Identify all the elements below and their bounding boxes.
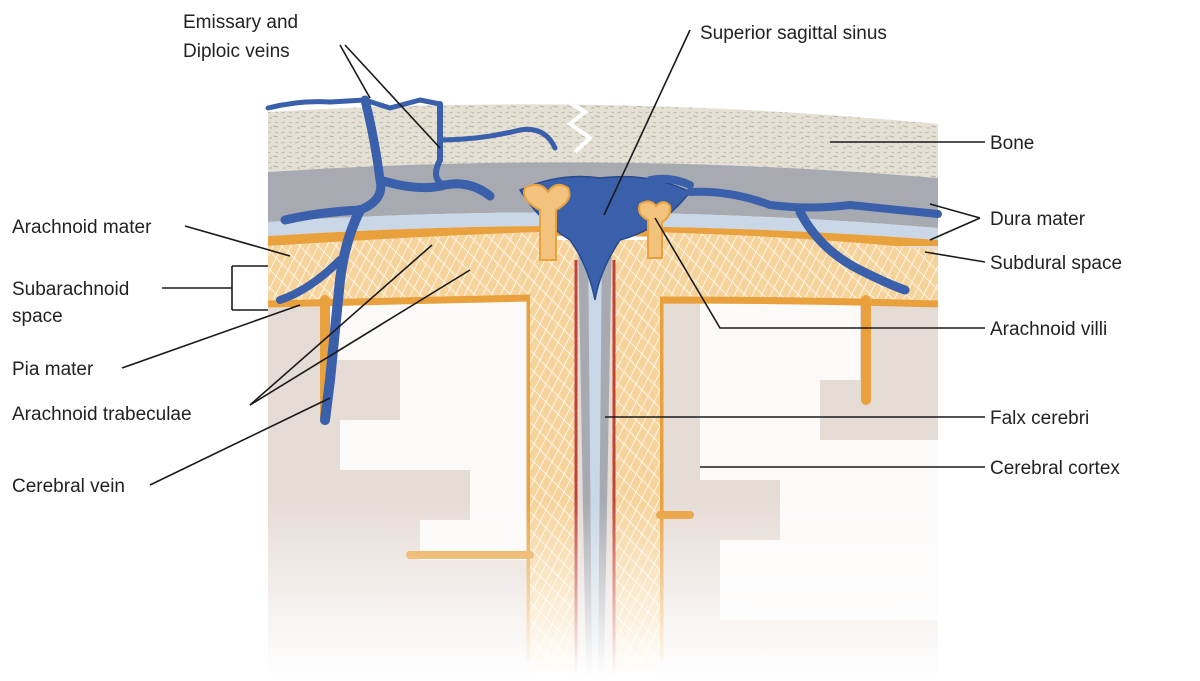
label-dura-mater: Dura mater <box>990 209 1086 230</box>
label-cerebral-vein: Cerebral vein <box>12 476 125 497</box>
label-cerebral-cortex: Cerebral cortex <box>990 458 1120 479</box>
white-matter-left <box>330 300 530 560</box>
arachnoid-villus-right <box>638 200 672 259</box>
arachnoid-mater-layer <box>268 225 938 250</box>
vein-network <box>265 95 942 425</box>
label-subarachnoid-line1: Subarachnoid <box>12 279 129 300</box>
arachnoid-villus-left <box>523 183 571 261</box>
label-bone: Bone <box>990 133 1034 154</box>
bottom-fade <box>260 500 950 676</box>
label-pia-mater: Pia mater <box>12 359 94 380</box>
pia-mater-left <box>267 294 534 660</box>
subdural-space-layer <box>268 212 938 240</box>
label-subdural-space: Subdural space <box>990 253 1122 274</box>
subarachnoid-space-layer-right <box>650 232 938 304</box>
label-subarachnoid-line2: space <box>12 306 63 327</box>
bone-suture <box>563 98 594 154</box>
leader-lines <box>121 29 986 486</box>
pia-mater-right <box>656 296 939 660</box>
bone-layer <box>268 104 938 178</box>
label-emissary-line2: Diploic veins <box>183 41 290 62</box>
label-superior-sagittal-sinus: Superior sagittal sinus <box>700 23 887 44</box>
label-emissary-line1: Emissary and <box>183 12 298 33</box>
label-arachnoid-trabeculae: Arachnoid trabeculae <box>12 404 192 425</box>
label-falx-cerebri: Falx cerebri <box>990 408 1089 429</box>
label-arachnoid-villi: Arachnoid villi <box>990 319 1107 340</box>
label-arachnoid-mater: Arachnoid mater <box>12 217 152 238</box>
